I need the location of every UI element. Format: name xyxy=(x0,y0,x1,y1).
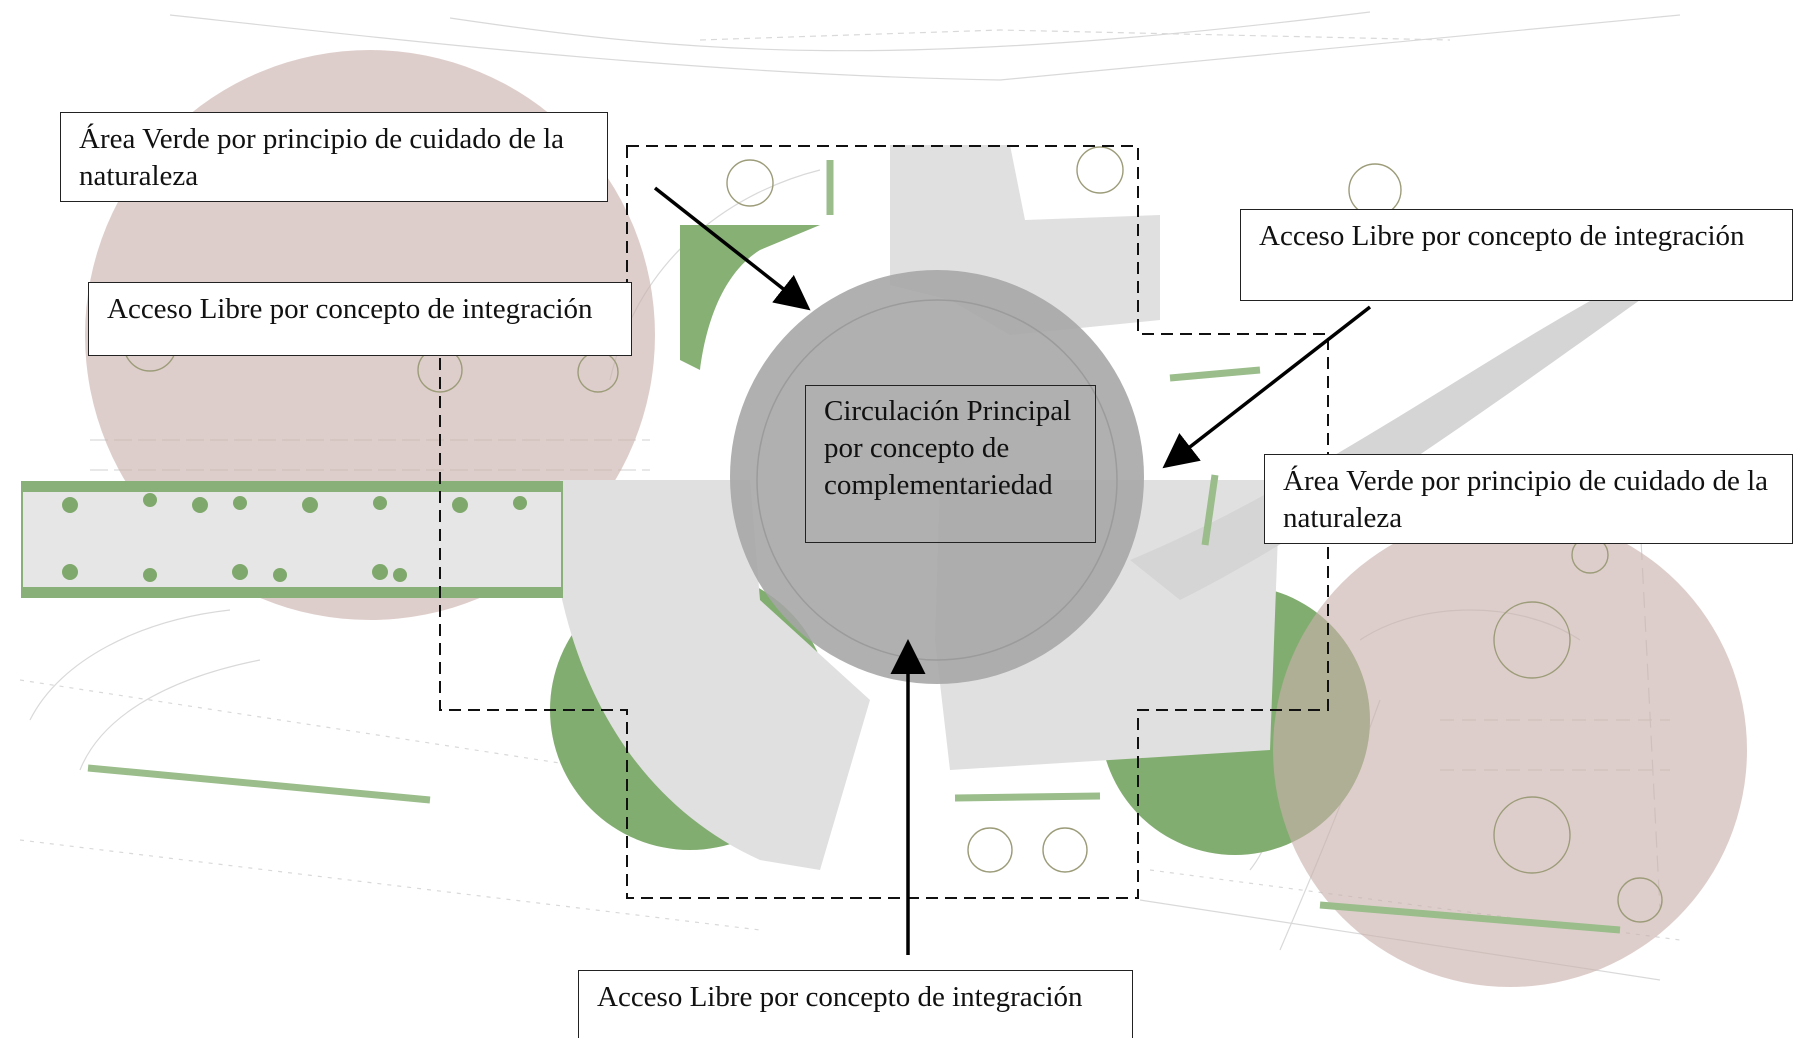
arrow-area-verde-top-left xyxy=(653,186,811,311)
label-circulacion-principal: Circulación Principal por concepto de co… xyxy=(805,385,1096,543)
label-area-verde-right: Área Verde por principio de cuidado de l… xyxy=(1264,454,1793,544)
label-acceso-libre-left: Acceso Libre por concepto de integración xyxy=(88,282,632,356)
arrows xyxy=(653,186,1372,955)
diagonal-path xyxy=(1130,290,1640,600)
hedges xyxy=(87,160,1621,934)
tree-symbols xyxy=(123,146,1663,923)
central-circulation-circle xyxy=(730,270,1144,684)
arrow-acceso-libre-top-right xyxy=(1162,305,1372,469)
label-acceso-libre-top-right: Acceso Libre por concepto de integración xyxy=(1240,209,1793,301)
label-area-verde-top-left: Área Verde por principio de cuidado de l… xyxy=(60,112,608,202)
dashed-boundary-outline xyxy=(439,145,1329,899)
green-arc-top xyxy=(680,225,820,370)
central-circle-inner-ring xyxy=(756,299,1118,661)
plaza-south-west xyxy=(560,480,870,870)
label-acceso-libre-bottom: Acceso Libre por concepto de integración xyxy=(578,970,1133,1038)
green-area-overlay-right xyxy=(1273,513,1747,987)
parking-strip xyxy=(21,481,563,598)
